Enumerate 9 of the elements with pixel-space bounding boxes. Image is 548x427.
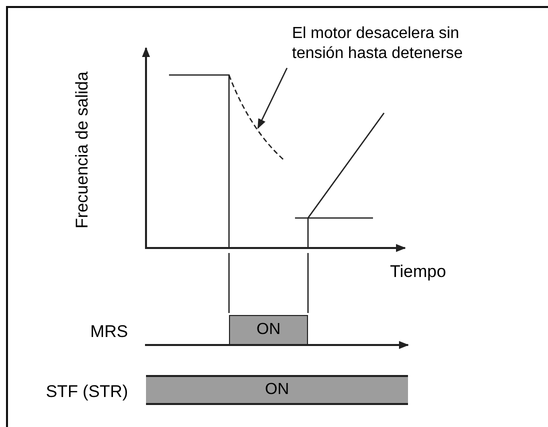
signal-label: STF (STR) xyxy=(46,381,128,403)
leader-line xyxy=(257,68,288,129)
signal-label: MRS xyxy=(90,321,128,343)
axis-label: Tiempo xyxy=(390,261,446,283)
coast-curve xyxy=(228,74,286,162)
signal-on-bar: ON xyxy=(146,375,408,405)
annotation-text: El motor desacelera sin tensión hasta detenerse xyxy=(292,24,504,68)
signal-on-pulse: ON xyxy=(229,315,308,345)
axis-label: Frecuencia de salida xyxy=(71,72,92,228)
